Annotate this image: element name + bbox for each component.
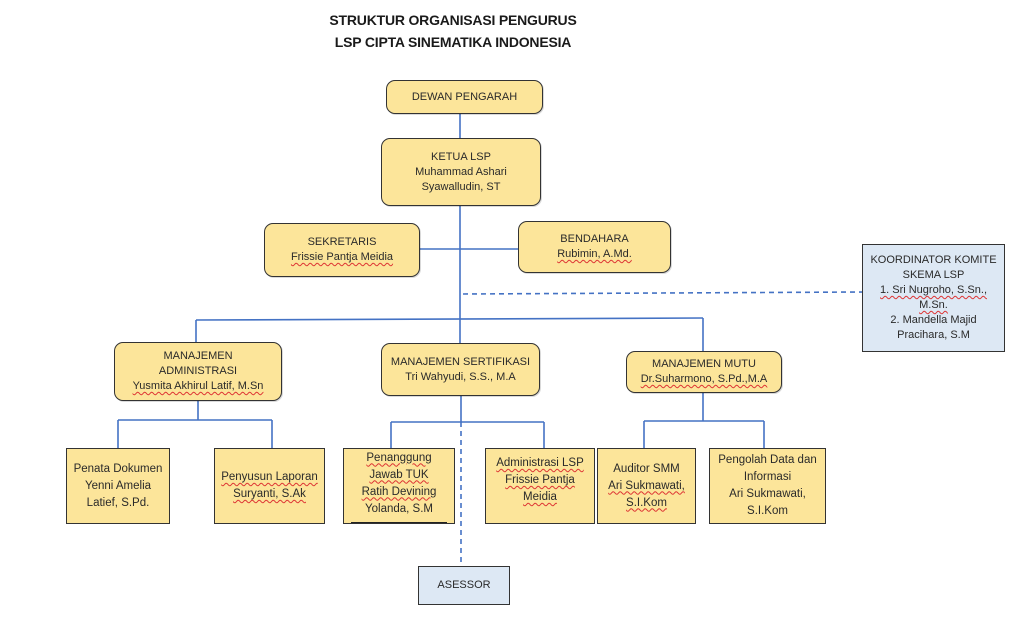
pengolah-line3: Ari Sukmawati,: [729, 488, 806, 500]
administrasi-lsp-box: Administrasi LSP Frissie Pantja Meidia: [485, 448, 595, 524]
auditor-line3: S.I.Kom: [626, 496, 667, 509]
asesor-box: ASESSOR: [418, 566, 510, 605]
auditor-line2: Ari Sukmawati,: [608, 479, 685, 492]
auditor-line1: Auditor SMM: [613, 462, 680, 475]
manajemen-sertifikasi-box: MANAJEMEN SERTIFIKASI Tri Wahyudi, S.S.,…: [381, 343, 540, 396]
underline-divider: [351, 521, 447, 523]
koordinator-komite-box: KOORDINATOR KOMITE SKEMA LSP 1. Sri Nugr…: [862, 244, 1005, 352]
sekretaris-name: Frissie Pantja Meidia: [290, 251, 394, 263]
admin-lsp-line2: Frissie Pantja: [505, 474, 575, 486]
manajemen-mutu-box: MANAJEMEN MUTU Dr.Suharmono, S.Pd.,M.A: [626, 351, 782, 393]
mutu-role: MANAJEMEN MUTU: [652, 358, 756, 370]
sertifikasi-role: MANAJEMEN SERTIFIKASI: [390, 355, 531, 368]
ketua-name-line1: Muhammad Ashari: [415, 165, 507, 178]
koordinator-member-1: 1. Sri Nugroho, S.Sn.,: [880, 284, 987, 296]
asesor-label: ASESSOR: [437, 579, 491, 591]
penata-line1: Penata Dokumen: [73, 462, 163, 475]
sekretaris-role: SEKRETARIS: [307, 236, 377, 248]
koordinator-member-2-cont: Pracihara, S.M: [897, 329, 970, 341]
penata-line3: Latief, S.Pd.: [86, 496, 150, 509]
sekretaris-box: SEKRETARIS Frissie Pantja Meidia: [264, 223, 420, 277]
penyusun-line1: Penyusun Laporan: [221, 471, 318, 483]
penanggung-line1: Penanggung: [366, 451, 432, 464]
penanggung-line2: Jawab TUK: [369, 468, 429, 481]
dewan-pengarah-label: DEWAN PENGARAH: [411, 90, 518, 103]
koordinator-title-line2: SKEMA LSP: [902, 269, 965, 281]
bendahara-box: BENDAHARA Rubimin, A.Md.: [518, 221, 671, 273]
connector-managers-bar: [195, 317, 704, 321]
pengolah-line4: S.I.Kom: [747, 505, 788, 517]
chart-title-line1: STRUKTUR ORGANISASI PENGURUS: [329, 12, 577, 28]
bendahara-role: BENDAHARA: [560, 233, 629, 245]
penyusun-line2: Suryanti, S.Ak: [233, 488, 306, 500]
koordinator-member-1-cont: M.Sn.: [919, 299, 948, 311]
penanggung-jawab-tuk-box: Penanggung Jawab TUK Ratih Devining Yola…: [343, 448, 455, 524]
bendahara-name: Rubimin, A.Md.: [557, 248, 632, 260]
pengolah-line2: Informasi: [743, 471, 792, 483]
koordinator-member-2: 2. Mandella Majid: [890, 314, 977, 326]
admin-lsp-line3: Meidia: [523, 491, 557, 503]
administrasi-name: Yusmita Akhirul Latif, M.Sn: [132, 380, 264, 392]
ketua-lsp-box: KETUA LSP Muhammad Ashari Syawalludin, S…: [381, 138, 541, 206]
sertifikasi-name: Tri Wahyudi, S.S., M.A: [405, 370, 516, 383]
penanggung-line4: Yolanda, S.M: [365, 502, 433, 515]
manajemen-administrasi-box: MANAJEMEN ADMINISTRASI Yusmita Akhirul L…: [114, 342, 282, 401]
mutu-name: Dr.Suharmono, S.Pd.,M.A: [640, 373, 768, 385]
penata-line2: Yenni Amelia: [84, 479, 152, 492]
chart-title-line2: LSP CIPTA SINEMATIKA INDONESIA: [334, 34, 572, 50]
penanggung-line3: Ratih Devining: [361, 485, 437, 498]
dewan-pengarah-box: DEWAN PENGARAH: [386, 80, 543, 114]
dashed-connector-koordinator: [462, 291, 864, 295]
ketua-name-line2: Syawalludin, ST: [421, 180, 501, 193]
ketua-role: KETUA LSP: [431, 150, 491, 163]
koordinator-title-line1: KOORDINATOR KOMITE: [870, 254, 997, 266]
admin-lsp-line1: Administrasi LSP: [496, 457, 584, 469]
administrasi-role-line1: MANAJEMEN: [163, 350, 233, 362]
penata-dokumen-box: Penata Dokumen Yenni Amelia Latief, S.Pd…: [66, 448, 170, 524]
administrasi-role-line2: ADMINISTRASI: [158, 365, 238, 377]
pengolah-data-box: Pengolah Data dan Informasi Ari Sukmawat…: [709, 448, 826, 524]
auditor-smm-box: Auditor SMM Ari Sukmawati, S.I.Kom: [597, 448, 696, 524]
pengolah-line1: Pengolah Data dan: [718, 454, 817, 466]
penyusun-laporan-box: Penyusun Laporan Suryanti, S.Ak: [214, 448, 325, 524]
